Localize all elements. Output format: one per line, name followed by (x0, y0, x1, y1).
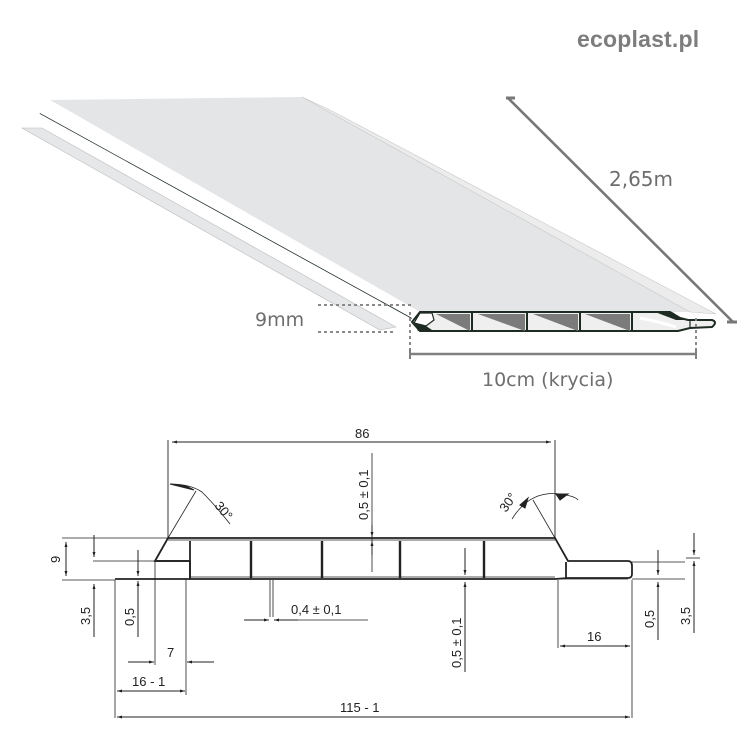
brand-logo-text: ecoplast.pl (577, 26, 700, 52)
length-dimension-line (507, 97, 734, 323)
panel-3d-render: 2,65m 9mm 10cm (krycia) (20, 96, 737, 391)
dim-rib-wall: 0,4 ± 0,1 (291, 602, 342, 617)
dim-angle-right: 30° (496, 490, 520, 515)
dim-angle-left: 30° (212, 498, 236, 523)
thickness-label: 9mm (255, 309, 304, 331)
panel-tongue-face (301, 96, 717, 315)
panel-profile-section (410, 311, 716, 332)
length-label: 2,65m (609, 167, 673, 191)
dim-left-16: 16 - 1 (132, 674, 165, 689)
dim-left-step-inner: 0,5 (122, 608, 137, 626)
panel-back-lip (20, 127, 397, 331)
dim-right-tongue-inner: 0,5 (642, 610, 657, 628)
panel-highlight-strip (38, 100, 420, 318)
dim-right-tongue-outer: 3,5 (678, 607, 693, 625)
dim-top-wall: 0,5 ± 0,1 (356, 469, 371, 520)
dim-left-step-outer: 3,5 (78, 607, 93, 625)
dim-total-width: 115 - 1 (340, 700, 380, 715)
panel-top-face (50, 97, 690, 312)
dim-left-7: 7 (167, 645, 174, 660)
profile-outline (115, 537, 633, 580)
dim-bottom-wall: 0,5 ± 0,1 (449, 617, 464, 668)
dim-right-16: 16 (587, 629, 601, 644)
coverage-label: 10cm (krycia) (482, 369, 613, 391)
dim-top-width: 86 (355, 426, 369, 441)
dim-height: 9 (48, 556, 63, 563)
technical-drawing: 86 30° 30° 0,5 ± 0,1 9 3,5 0,5 (48, 426, 700, 719)
